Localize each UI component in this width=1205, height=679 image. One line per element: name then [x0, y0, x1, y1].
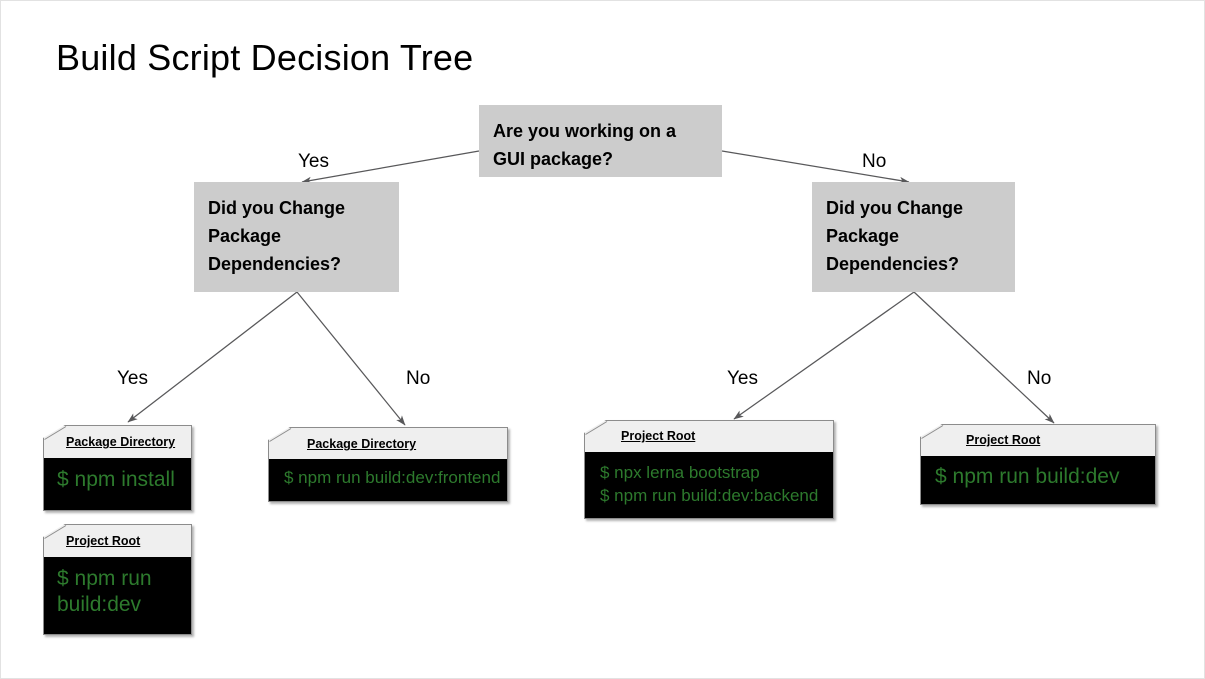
- edge-left-no: [296, 291, 406, 426]
- note-location-label: Project Root: [621, 429, 696, 443]
- note-header: Project Root: [584, 420, 834, 452]
- edge-right-yes: [733, 291, 915, 420]
- edge-left-yes: [127, 291, 298, 423]
- command-line: $ npm run build:dev: [57, 567, 152, 617]
- decision-node-nongui-deps-label: Did you Change Package Dependencies?: [826, 198, 964, 274]
- command-line: $ npm run build:dev:backend: [600, 485, 819, 505]
- note-fold-icon: [44, 525, 67, 539]
- edge-right-no: [913, 291, 1055, 424]
- terminal-body: $ npx lerna bootstrap $ npm run build:de…: [584, 452, 834, 519]
- note-location-label: Package Directory: [66, 435, 176, 449]
- note-fold-icon: [921, 425, 944, 439]
- decision-node-nongui-deps[interactable]: Did you Change Package Dependencies?: [812, 182, 1015, 292]
- command-line: $ npx lerna bootstrap: [600, 463, 760, 482]
- terminal-node-package-install[interactable]: Package Directory $ npm install: [43, 425, 192, 511]
- terminal-body: $ npm run build:dev: [920, 456, 1156, 505]
- decision-node-root[interactable]: Are you working on a GUI package?: [479, 105, 722, 177]
- edge-label-left-yes: Yes: [117, 368, 148, 389]
- decision-node-root-label: Are you working on a GUI package?: [493, 121, 677, 169]
- terminal-body: $ npm install: [43, 458, 192, 511]
- note-location-label: Package Directory: [307, 437, 417, 451]
- note-location-label: Project Root: [966, 433, 1041, 447]
- terminal-node-root-builddev-a[interactable]: Project Root $ npm run build:dev: [43, 524, 192, 635]
- command-line: $ npm run build:dev:frontend: [284, 468, 501, 487]
- note-header: Package Directory: [268, 427, 508, 459]
- note-header: Package Directory: [43, 425, 192, 458]
- terminal-node-frontend-build[interactable]: Package Directory $ npm run build:dev:fr…: [268, 427, 508, 502]
- note-header: Project Root: [43, 524, 192, 557]
- note-fold-icon: [44, 426, 67, 440]
- edge-label-left-no: No: [406, 368, 431, 389]
- note-header: Project Root: [920, 424, 1156, 456]
- decision-node-gui-deps[interactable]: Did you Change Package Dependencies?: [194, 182, 399, 292]
- terminal-node-root-builddev-b[interactable]: Project Root $ npm run build:dev: [920, 424, 1156, 505]
- command-line: $ npm install: [57, 468, 175, 491]
- page-title: Build Script Decision Tree: [56, 37, 474, 78]
- edge-label-root-yes: Yes: [298, 151, 329, 172]
- note-location-label: Project Root: [66, 534, 141, 548]
- terminal-body: $ npm run build:dev: [43, 557, 192, 635]
- edge-label-right-yes: Yes: [727, 368, 758, 389]
- note-fold-icon: [269, 428, 292, 442]
- note-fold-icon: [585, 421, 608, 435]
- command-line: $ npm run build:dev: [935, 465, 1120, 488]
- edge-label-root-no: No: [862, 151, 887, 172]
- terminal-node-backend-build[interactable]: Project Root $ npx lerna bootstrap $ npm…: [584, 420, 834, 519]
- edge-label-right-no: No: [1027, 368, 1052, 389]
- terminal-body: $ npm run build:dev:frontend: [268, 459, 508, 502]
- decision-node-gui-deps-label: Did you Change Package Dependencies?: [208, 198, 346, 274]
